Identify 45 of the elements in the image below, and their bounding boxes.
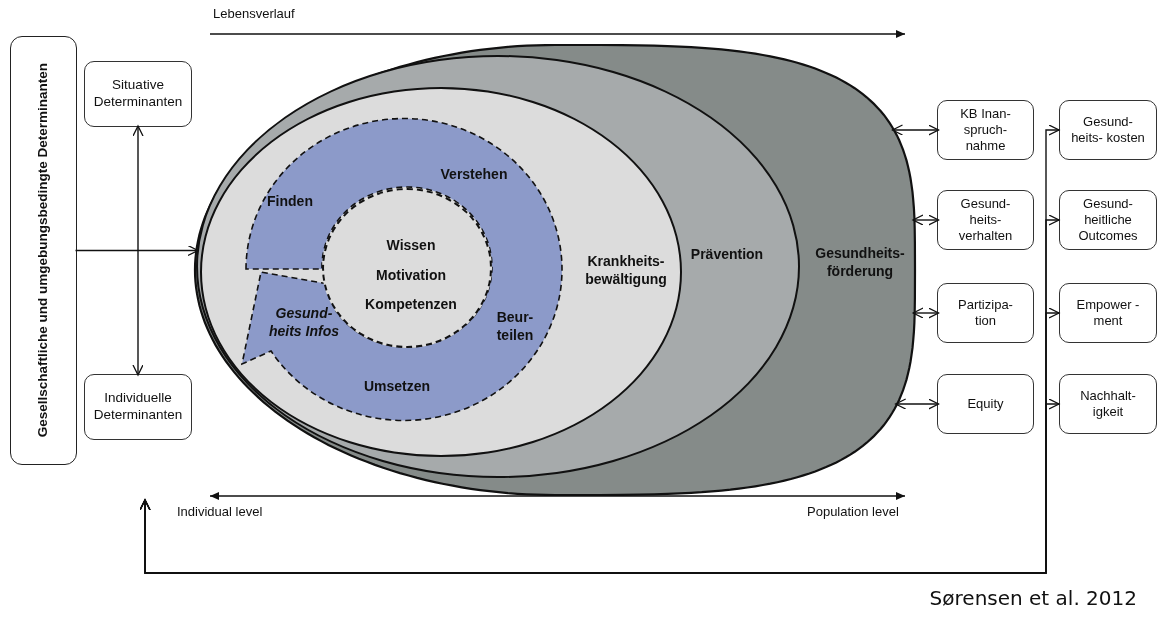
box-label: Gesund- heits- verhalten (957, 195, 1014, 245)
box-label: Situative Determinanten (92, 77, 184, 111)
rounded-box (1059, 190, 1157, 250)
arrow (912, 214, 940, 226)
arrow (139, 398, 1060, 574)
axis-label: Individual level (177, 504, 263, 519)
box-label: Nachhalt- igkeit (1079, 387, 1137, 421)
ellipse-band (195, 45, 915, 495)
arrow (895, 398, 940, 410)
band-label: Gesundheits- förderung (814, 243, 906, 281)
box-label: Equity (966, 395, 1005, 413)
rounded-box (937, 283, 1034, 343)
rounded-box (1059, 100, 1157, 160)
vertical-label: Gesellschaftliche und umgebungsbedingte Determinanten (34, 63, 52, 438)
rounded-box (1059, 374, 1157, 434)
arrow (912, 307, 940, 319)
core-label: Motivation (375, 265, 447, 285)
step-label: Umsetzen (362, 376, 432, 396)
box-label: Individuelle Determinanten (92, 390, 184, 424)
band-label: Prävention (689, 244, 765, 264)
step-label: Verstehen (439, 164, 509, 184)
arrow (74, 244, 199, 257)
rounded-box (937, 100, 1034, 160)
box-label: Empower -ment (1075, 296, 1141, 330)
box-label: Partizipa- tion (957, 296, 1014, 330)
rounded-box (84, 61, 192, 127)
band-label: Krankheits- bewältigung (584, 251, 668, 289)
rounded-box (84, 374, 192, 440)
step-label: Beur- teilen (495, 307, 535, 345)
core-label: Wissen (385, 235, 437, 255)
step-label: Gesund- heits Infos (268, 303, 340, 341)
rounded-box (10, 36, 77, 465)
arrow (891, 124, 940, 136)
box-label: Gesund- heitliche Outcomes (1077, 195, 1139, 245)
rounded-box (937, 374, 1034, 434)
axis-label: Lebensverlauf (213, 6, 295, 21)
source-caption: Sørensen et al. 2012 (929, 586, 1137, 610)
box-label: Gesund- heits- kosten (1071, 113, 1145, 147)
step-label: Finden (266, 191, 314, 211)
rounded-box (1059, 283, 1157, 343)
rounded-box (937, 190, 1034, 250)
axis-label: Population level (807, 504, 899, 519)
box-label: KB Inan- spruch- nahme (959, 105, 1012, 155)
core-label: Kompetenzen (364, 294, 458, 314)
arrow (132, 125, 144, 376)
